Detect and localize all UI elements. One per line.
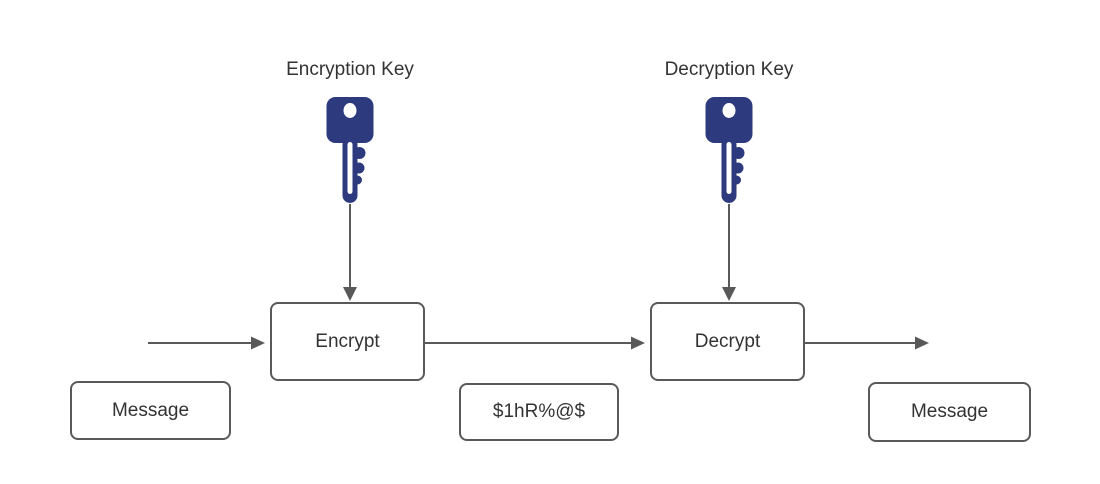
decrypt-box-label: Decrypt bbox=[694, 330, 761, 352]
encrypt-box: Encrypt bbox=[270, 302, 425, 381]
message-output-box: Message bbox=[868, 382, 1031, 442]
arrow-encryption-key-to-encrypt bbox=[343, 204, 357, 301]
decrypt-box: Decrypt bbox=[650, 302, 805, 381]
key-icon bbox=[705, 97, 753, 203]
arrow-encrypt-to-decrypt bbox=[425, 336, 645, 350]
encrypt-box-label: Encrypt bbox=[315, 330, 380, 352]
ciphertext-label: $1hR%@$ bbox=[492, 401, 586, 422]
decryption-key-label: Decryption Key bbox=[664, 59, 794, 80]
arrow-into-encrypt bbox=[148, 336, 265, 350]
message-output-label: Message bbox=[910, 401, 989, 422]
message-input-label: Message bbox=[111, 399, 190, 421]
ciphertext-box: $1hR%@$ bbox=[459, 383, 619, 441]
message-input-box: Message bbox=[70, 381, 231, 440]
arrow-out-of-decrypt bbox=[805, 336, 929, 350]
key-icon bbox=[326, 97, 374, 203]
arrow-decryption-key-to-decrypt bbox=[722, 204, 736, 301]
encryption-key-label: Encryption Key bbox=[286, 59, 414, 80]
